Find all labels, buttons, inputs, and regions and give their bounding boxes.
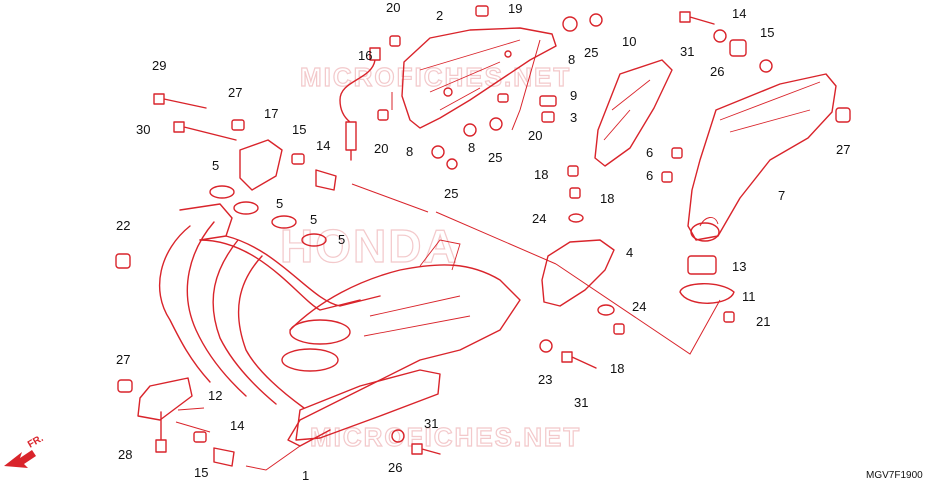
callout-6b: 6 [646, 168, 653, 183]
callout-7: 7 [778, 188, 785, 203]
heat-shield-2 [401, 27, 557, 129]
callout-19: 19 [508, 1, 522, 16]
callout-20a: 20 [386, 0, 400, 15]
silencer-chamber [295, 369, 441, 441]
collector [287, 264, 521, 447]
callout-18b: 18 [600, 191, 614, 206]
callout-27c: 27 [836, 142, 850, 157]
callout-20b: 20 [374, 141, 388, 156]
callout-24a: 24 [532, 211, 546, 226]
callout-18a: 18 [534, 167, 548, 182]
callout-14c: 14 [732, 6, 746, 21]
callout-22: 22 [116, 218, 130, 233]
callout-17: 17 [264, 106, 278, 121]
callout-27a: 27 [228, 85, 242, 100]
callout-15c: 15 [760, 25, 774, 40]
callout-31c: 31 [424, 416, 438, 431]
callout-14b: 14 [230, 418, 244, 433]
callout-26a: 26 [710, 64, 724, 79]
front-marker: FR. [4, 433, 46, 468]
callout-23: 23 [538, 372, 552, 387]
callout-24b: 24 [632, 299, 646, 314]
rubber-13 [687, 255, 717, 275]
callout-13: 13 [732, 259, 746, 274]
callout-20c: 20 [528, 128, 542, 143]
front-label: FR. [26, 433, 46, 451]
o2-sensor-16 [339, 47, 381, 161]
gasket-5 [209, 185, 235, 199]
callout-8c: 8 [406, 144, 413, 159]
leader-lines [175, 39, 721, 471]
gasket-5 [271, 215, 297, 229]
gasket-5 [233, 201, 259, 215]
callout-5a: 5 [212, 158, 219, 173]
front-arrow-icon [4, 450, 36, 468]
callout-14a: 14 [316, 138, 330, 153]
heat-guard-4 [541, 239, 615, 307]
callout-18c: 18 [610, 361, 624, 376]
callout-3: 3 [570, 110, 577, 125]
clamp-11 [679, 283, 735, 304]
callout-5b: 5 [276, 196, 283, 211]
cover-10 [594, 59, 673, 167]
callout-25b: 25 [488, 150, 502, 165]
watermark-top: MICROFICHES.NET [300, 62, 571, 92]
callout-31b: 31 [574, 395, 588, 410]
callout-5d: 5 [338, 232, 345, 247]
callout-15a: 15 [292, 122, 306, 137]
callout-26b: 26 [388, 460, 402, 475]
callout-27b: 27 [116, 352, 130, 367]
callout-25a: 25 [584, 45, 598, 60]
callout-6a: 6 [646, 145, 653, 160]
bracket-17 [239, 139, 283, 191]
diagram-code: MGV7F1900 [866, 470, 923, 481]
gasket-5 [301, 233, 327, 247]
callout-10: 10 [622, 34, 636, 49]
callout-25c: 25 [444, 186, 458, 201]
callout-16: 16 [358, 48, 372, 63]
watermark-brand: HONDA [280, 220, 459, 272]
callout-4: 4 [626, 245, 633, 260]
exhaust-pipe-1 [158, 203, 305, 409]
callout-21: 21 [756, 314, 770, 329]
callout-2: 2 [436, 8, 443, 23]
callout-31a: 31 [680, 44, 694, 59]
callout-9: 9 [570, 88, 577, 103]
callout-29: 29 [152, 58, 166, 73]
callout-8b: 8 [468, 140, 475, 155]
callout-30: 30 [136, 122, 150, 137]
hardware [115, 5, 851, 467]
callout-12: 12 [208, 388, 222, 403]
callout-1: 1 [302, 468, 309, 483]
callout-15b: 15 [194, 465, 208, 480]
bracket-12 [137, 377, 193, 421]
watermark-bottom: MICROFICHES.NET [310, 422, 581, 452]
callout-5c: 5 [310, 212, 317, 227]
callout-28: 28 [118, 447, 132, 462]
callout-8a: 8 [568, 52, 575, 67]
callout-labels: 1 2 3 4 5 5 5 5 6 6 7 8 8 8 9 10 11 12 1… [116, 0, 850, 483]
callout-11: 11 [742, 289, 756, 304]
muffler-7 [687, 73, 837, 241]
